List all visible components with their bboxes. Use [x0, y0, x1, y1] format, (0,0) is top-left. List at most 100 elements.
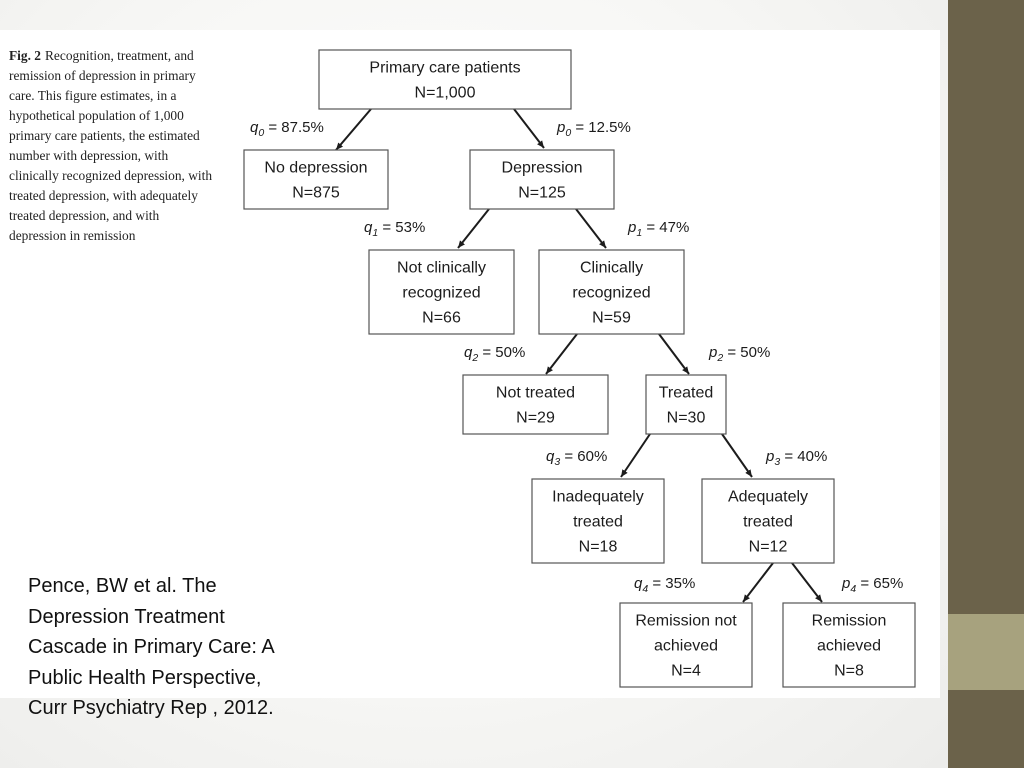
- probability-value: = 50%: [723, 344, 770, 361]
- node-box: [368, 249, 515, 335]
- probability-symbol: p: [708, 344, 717, 361]
- edge-probability-label: p0 = 12.5%: [556, 119, 631, 139]
- figure-panel: [0, 30, 940, 698]
- edge-arrow: [658, 333, 690, 375]
- probability-symbol: q: [364, 219, 373, 236]
- probability-value: = 12.5%: [571, 119, 631, 136]
- edge-arrow: [513, 108, 545, 149]
- probability-symbol: p: [841, 575, 850, 592]
- probability-subscript: 0: [565, 127, 571, 139]
- edge-arrow: [575, 208, 607, 249]
- probability-value: = 60%: [560, 448, 607, 465]
- node-label-line: Clinically: [580, 260, 643, 277]
- edge-arrow: [620, 433, 651, 478]
- node-box: [701, 478, 835, 564]
- edge-probability-label: q2 = 50%: [464, 344, 525, 364]
- node-label-line: Remission: [812, 613, 887, 630]
- probability-symbol: q: [464, 344, 473, 361]
- probability-labels: q0 = 87.5%p0 = 12.5%q1 = 53%p1 = 47%q2 =…: [250, 119, 903, 595]
- node-label-line: N=875: [292, 185, 340, 202]
- node-label-line: achieved: [817, 638, 881, 655]
- node-label-line: recognized: [572, 285, 650, 302]
- probability-value: = 53%: [378, 219, 425, 236]
- node-label-line: recognized: [402, 285, 480, 302]
- citation-line: Public Health Perspective,: [28, 666, 262, 689]
- node-box: [469, 149, 615, 210]
- node-label-line: Not clinically: [397, 260, 486, 277]
- edge-arrow: [457, 208, 490, 249]
- probability-value: = 40%: [780, 448, 827, 465]
- node-label-line: treated: [573, 514, 623, 531]
- node-label-line: N=12: [749, 539, 788, 556]
- probability-value: = 47%: [642, 219, 689, 236]
- node-label-line: N=30: [667, 410, 706, 427]
- probability-symbol: p: [627, 219, 636, 236]
- citation-line: Curr Psychiatry Rep , 2012.: [28, 697, 274, 719]
- edge-probability-label: q4 = 35%: [634, 575, 695, 595]
- probability-symbol: q: [546, 448, 555, 465]
- tree-edges: [335, 108, 823, 603]
- citation-line: Cascade in Primary Care: A: [28, 636, 275, 658]
- citation-line: Depression Treatment: [28, 605, 225, 628]
- probability-subscript: 2: [471, 352, 478, 364]
- node-label-line: Adequately: [728, 489, 808, 506]
- node-label-line: N=125: [518, 185, 566, 202]
- node-label-line: Remission not: [635, 613, 737, 630]
- edge-arrow: [335, 108, 372, 151]
- figure-caption-text: Recognition, treatment, and remission of…: [9, 48, 213, 243]
- probability-symbol: q: [634, 575, 643, 592]
- node-label-line: Treated: [659, 385, 714, 402]
- edge-arrow: [721, 433, 753, 478]
- probability-subscript: 1: [636, 227, 642, 239]
- probability-value: = 65%: [856, 575, 903, 592]
- probability-value: = 50%: [478, 344, 525, 361]
- node-box: [782, 602, 916, 688]
- figure-label: Fig. 2: [9, 48, 41, 63]
- probability-value: = 87.5%: [264, 119, 324, 136]
- node-label-line: N=1,000: [415, 85, 476, 102]
- node-box: [243, 149, 389, 210]
- node-box: [318, 49, 572, 110]
- probability-subscript: 4: [850, 583, 856, 595]
- edge-probability-label: q3 = 60%: [546, 448, 607, 468]
- node-label-line: Depression: [502, 160, 583, 177]
- edge-probability-label: q0 = 87.5%: [250, 119, 324, 139]
- probability-subscript: 4: [642, 583, 648, 595]
- probability-subscript: 3: [554, 456, 560, 468]
- edge-probability-label: q1 = 53%: [364, 219, 425, 239]
- node-label-line: N=4: [671, 663, 701, 680]
- edge-probability-label: p4 = 65%: [841, 575, 903, 595]
- probability-subscript: 1: [372, 227, 378, 239]
- node-label-line: Inadequately: [552, 489, 644, 506]
- probability-symbol: p: [556, 119, 565, 136]
- probability-value: = 35%: [648, 575, 695, 592]
- node-box: [462, 374, 609, 435]
- edge-arrow: [791, 562, 823, 603]
- probability-subscript: 2: [716, 352, 723, 364]
- citation-line: Pence, BW et al. The: [28, 575, 217, 597]
- edge-probability-label: p1 = 47%: [627, 219, 689, 239]
- node-box: [645, 374, 727, 435]
- node-box: [619, 602, 753, 688]
- probability-subscript: 3: [774, 456, 780, 468]
- node-label-line: achieved: [654, 638, 718, 655]
- node-label-line: N=29: [516, 410, 555, 427]
- probability-subscript: 0: [258, 127, 264, 139]
- decorative-sidebar: [948, 0, 1024, 768]
- node-box: [538, 249, 685, 335]
- citation: Pence, BW et al. The Depression Treatmen…: [28, 571, 318, 724]
- node-label-line: Primary care patients: [369, 60, 520, 77]
- node-label-line: N=8: [834, 663, 864, 680]
